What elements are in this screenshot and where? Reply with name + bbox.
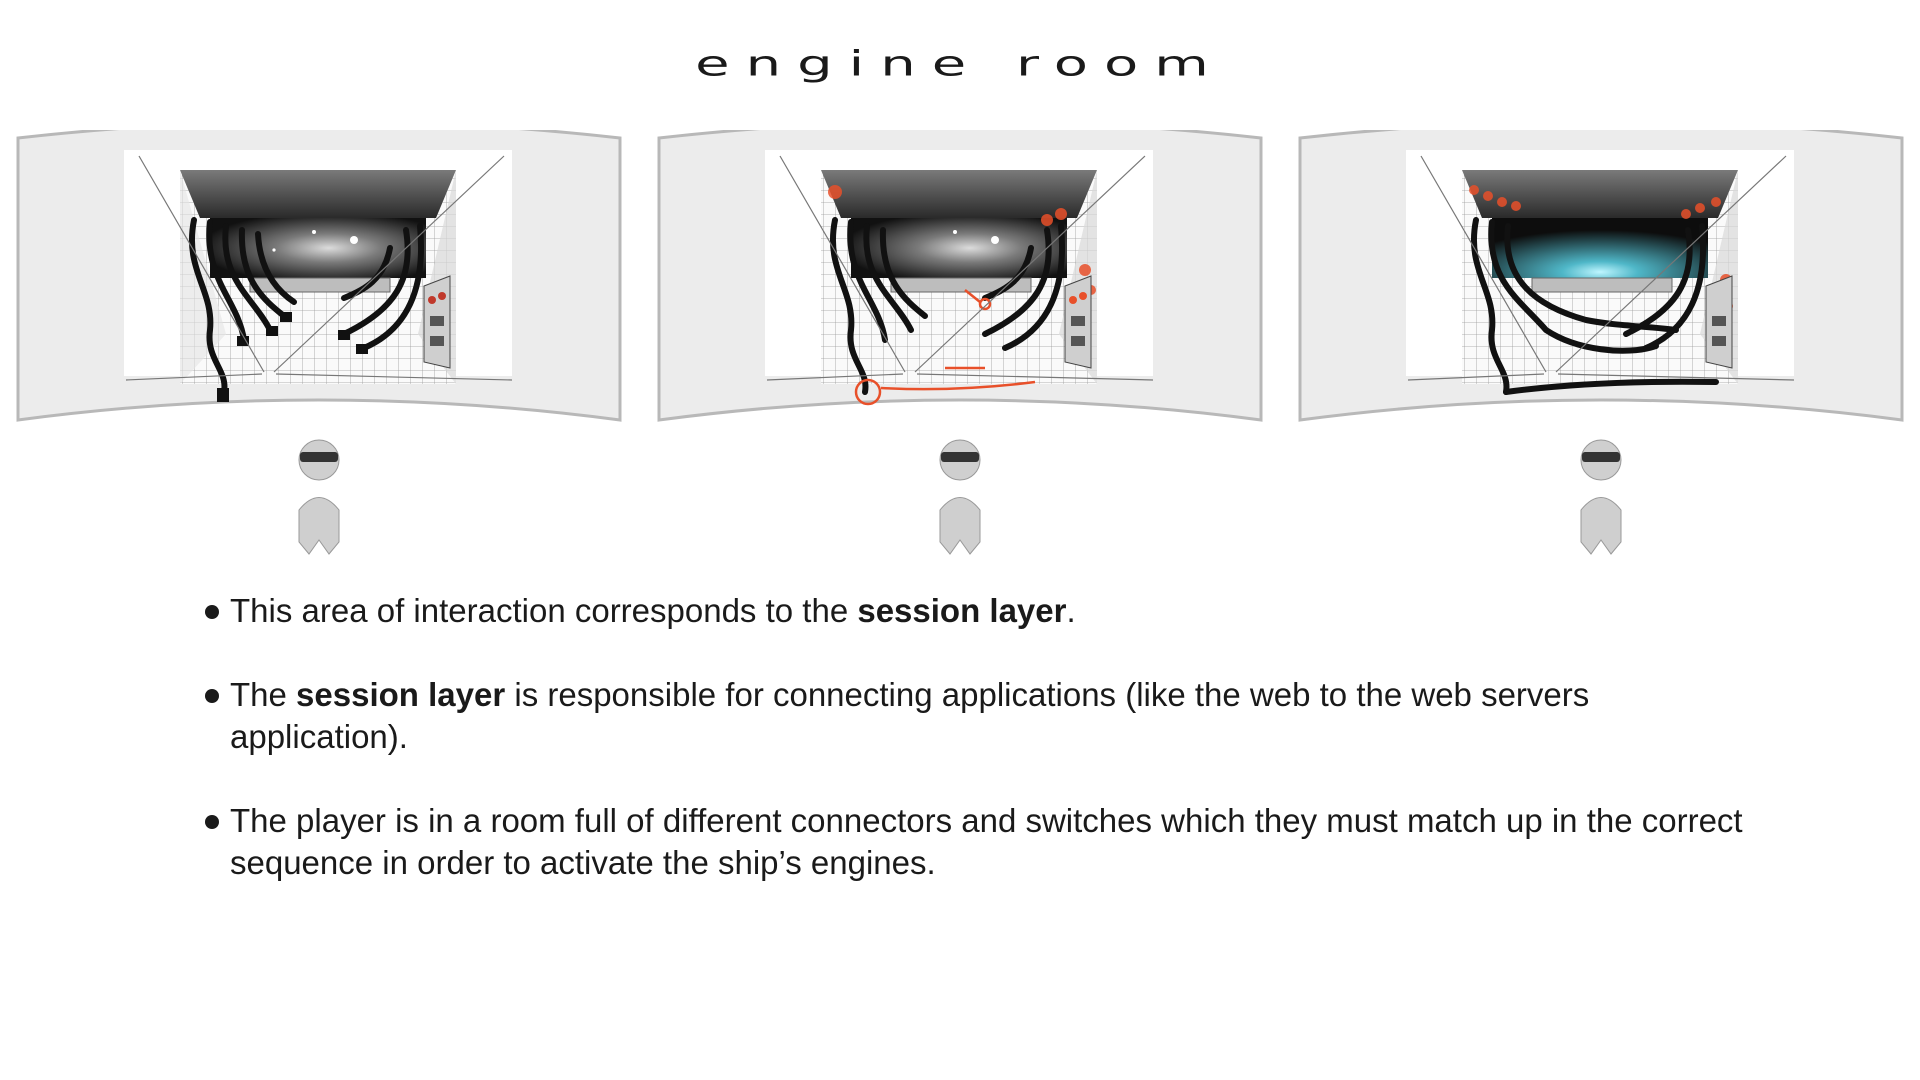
storyboard-illustration-1	[16, 130, 622, 555]
vr-headset-user-icon	[298, 439, 340, 555]
bullet-1: This area of interaction corresponds to …	[200, 590, 1760, 632]
cable-plug-icon	[1470, 217, 1719, 395]
storyboard-illustration-2	[657, 130, 1263, 555]
storyboard-panel-2	[655, 130, 1265, 560]
bullet-dot-icon	[205, 815, 219, 829]
storyboard-panel-3	[1296, 130, 1906, 560]
bullet-2: The session layer is responsible for con…	[200, 674, 1760, 758]
switch-panel-icon	[423, 275, 451, 369]
switch-panel-icon	[1705, 275, 1733, 369]
vr-headset-user-icon	[939, 439, 981, 555]
bullet-dot-icon	[205, 605, 219, 619]
bullet-list: This area of interaction corresponds to …	[200, 590, 1760, 926]
bullet-dot-icon	[205, 689, 219, 703]
cable-plug-icon	[829, 217, 1065, 395]
storyboard-illustration-3	[1298, 130, 1904, 555]
bullet-3: The player is in a room full of differen…	[200, 800, 1760, 884]
warp-window	[1492, 218, 1708, 278]
vr-headset-user-icon	[1580, 439, 1622, 555]
storyboard-panel-1	[14, 130, 624, 560]
page-title: ENGINE ROOM	[695, 44, 1225, 85]
switch-panel-icon	[1064, 275, 1092, 369]
